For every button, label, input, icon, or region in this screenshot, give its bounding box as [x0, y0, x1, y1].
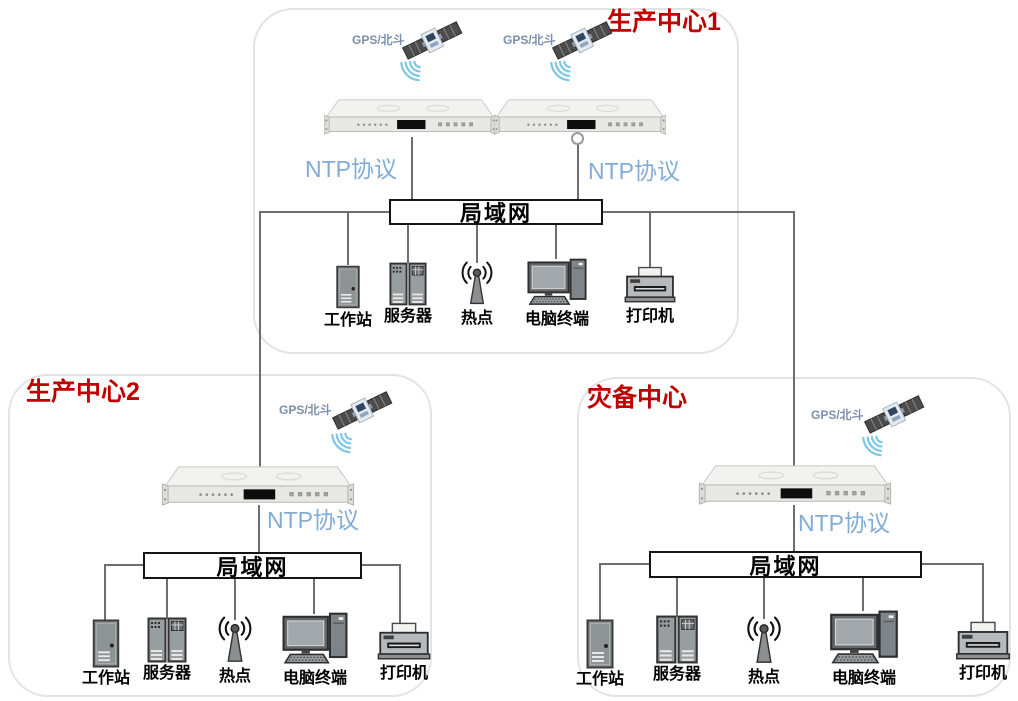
- device-label: 打印机: [625, 308, 674, 325]
- center-title: 生产中心2: [26, 378, 140, 406]
- server-icon: [147, 617, 187, 663]
- signal-waves-icon: [861, 433, 883, 463]
- connector-line: [399, 564, 401, 624]
- gps-beidou-label: GPS/北斗: [279, 403, 332, 417]
- connector-line: [104, 564, 106, 621]
- ntp-time-server-icon: [158, 464, 358, 508]
- device-label: 工作站: [81, 670, 131, 687]
- workstation-icon: [91, 619, 121, 668]
- connector-line: [166, 578, 168, 619]
- device-label: 服务器: [652, 666, 702, 683]
- workstation: 工作站: [82, 619, 130, 688]
- computer-terminal-icon: [527, 258, 587, 309]
- connector-line: [258, 505, 260, 553]
- computer-terminal: 电脑终端: [829, 610, 899, 688]
- device-label: 热点: [218, 668, 251, 685]
- connector-line: [599, 563, 650, 565]
- device-label: 打印机: [958, 665, 1007, 682]
- device-label: 工作站: [575, 671, 625, 688]
- device-label: 电脑终端: [282, 670, 347, 687]
- device-label: 热点: [460, 310, 493, 327]
- device-label: 电脑终端: [524, 311, 590, 328]
- device-label: 服务器: [142, 665, 192, 682]
- satellite-icon: [330, 384, 394, 436]
- printer: 打印机: [623, 266, 677, 326]
- server: 服务器: [384, 262, 432, 326]
- connector-line-to-center2: [259, 211, 261, 468]
- connector-line: [601, 211, 795, 213]
- connector-line: [347, 213, 349, 265]
- connector-line: [313, 578, 315, 614]
- connector-line-to-dr-center: [793, 211, 795, 468]
- ntp-time-server-icon: [324, 97, 496, 137]
- connector-line: [411, 137, 413, 200]
- server-icon: [389, 262, 427, 306]
- device-label: 电脑终端: [831, 670, 896, 687]
- connector-line: [407, 225, 409, 263]
- server: 服务器: [653, 615, 701, 684]
- connector-line: [259, 211, 390, 213]
- connector-line: [862, 577, 864, 611]
- lan-box: 局域网: [649, 551, 922, 579]
- ntp-protocol-label: NTP协议: [305, 156, 397, 182]
- gps-beidou-label: GPS/北斗: [352, 33, 405, 47]
- device-label: 热点: [747, 669, 780, 686]
- connector-line: [361, 564, 401, 566]
- computer-terminal: 电脑终端: [525, 258, 589, 329]
- signal-waves-icon: [399, 58, 421, 88]
- signal-waves-icon: [330, 430, 352, 460]
- ntp-protocol-label: NTP协议: [798, 510, 890, 536]
- ntp-protocol-label: NTP协议: [588, 158, 680, 184]
- connector-line: [577, 137, 579, 200]
- gps-beidou-label: GPS/北斗: [503, 33, 556, 47]
- connector-line: [763, 577, 765, 619]
- signal-waves-icon: [549, 58, 571, 88]
- printer-icon: [623, 266, 677, 306]
- printer-icon: [954, 621, 1012, 663]
- connector-line: [676, 577, 678, 617]
- connector-line: [982, 563, 984, 623]
- printer: 打印机: [376, 622, 432, 683]
- workstation: 工作站: [324, 264, 372, 330]
- workstation-icon: [335, 264, 361, 310]
- hotspot: 热点: [740, 616, 788, 687]
- hotspot: 热点: [456, 261, 498, 328]
- connector-line: [920, 563, 984, 565]
- production-center-2-panel: [8, 374, 432, 697]
- lan-box: 局域网: [389, 199, 603, 226]
- server: 服务器: [143, 617, 191, 683]
- connector-line: [234, 578, 236, 620]
- connector-line: [104, 564, 144, 566]
- hotspot-icon: [212, 616, 258, 666]
- computer-terminal: 电脑终端: [282, 612, 348, 688]
- workstation-icon: [584, 619, 616, 669]
- connector-notch: [571, 132, 584, 145]
- printer-icon: [376, 622, 432, 663]
- hotspot: 热点: [212, 616, 258, 686]
- device-label: 工作站: [323, 312, 373, 329]
- connector-line: [649, 213, 651, 267]
- connector-line: [476, 225, 478, 263]
- server-icon: [655, 615, 699, 664]
- computer-terminal-icon: [282, 612, 348, 668]
- device-label: 服务器: [383, 308, 433, 325]
- hotspot-icon: [740, 616, 788, 667]
- computer-terminal-icon: [829, 610, 899, 668]
- hotspot-icon: [456, 261, 498, 308]
- printer: 打印机: [954, 621, 1012, 683]
- ntp-time-server-icon: [494, 97, 666, 137]
- ntp-time-server-icon: [694, 463, 896, 507]
- connector-line: [555, 225, 557, 259]
- center-title: 生产中心1: [607, 8, 721, 36]
- connector-line: [599, 563, 601, 621]
- center-title: 灾备中心: [587, 384, 688, 412]
- device-label: 打印机: [379, 665, 428, 682]
- gps-beidou-label: GPS/北斗: [811, 408, 864, 422]
- workstation: 工作站: [576, 619, 624, 689]
- connector-line: [793, 505, 795, 552]
- lan-box: 局域网: [143, 552, 362, 580]
- ntp-protocol-label: NTP协议: [267, 507, 359, 533]
